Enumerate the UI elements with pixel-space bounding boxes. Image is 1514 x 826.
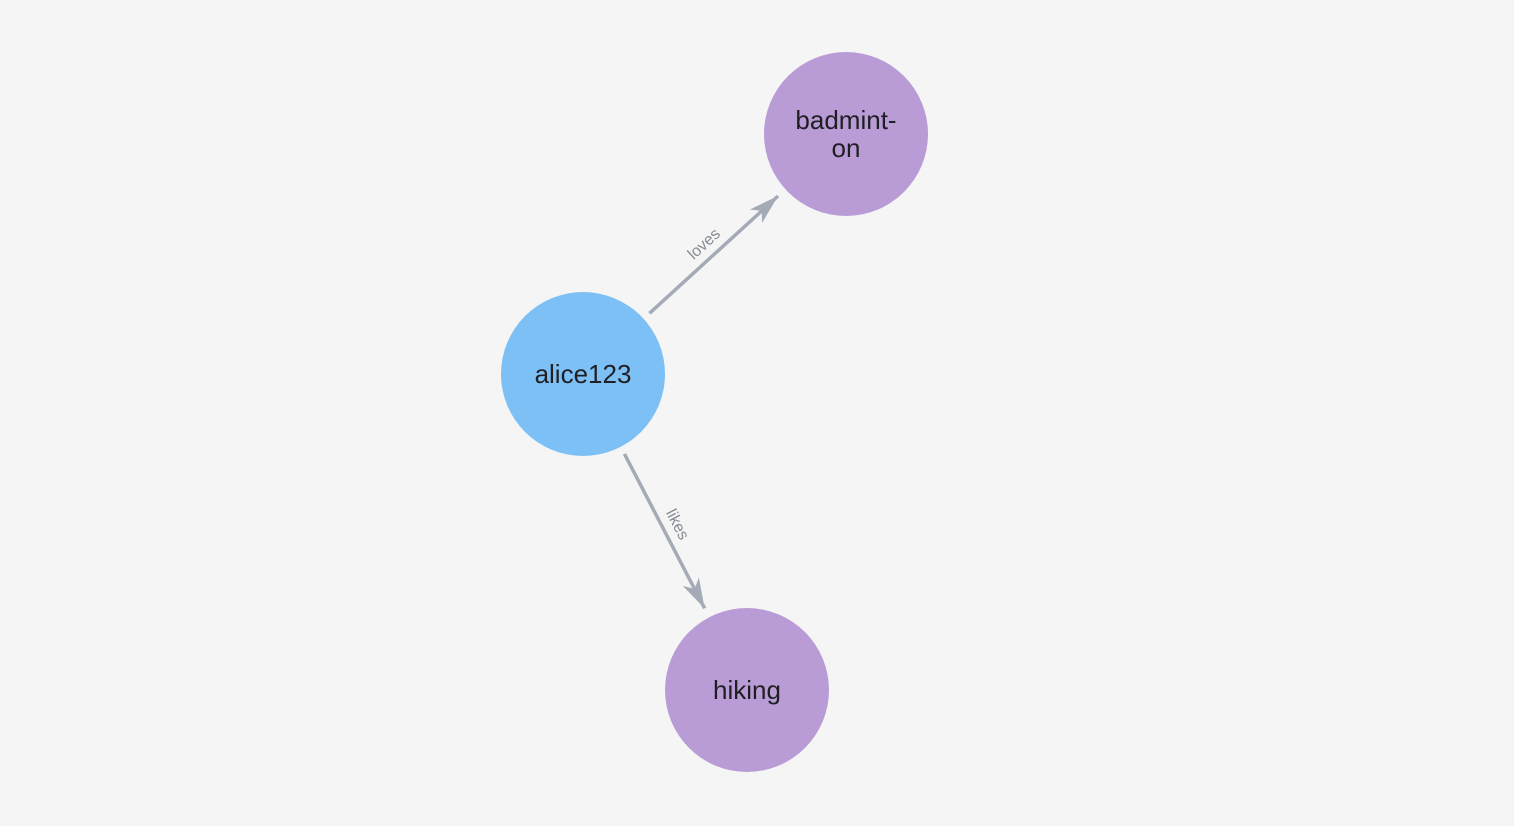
graph-edge-likes[interactable]: likes (622, 453, 707, 610)
node-circle-hiking[interactable] (665, 608, 829, 772)
edge-line-loves[interactable] (648, 194, 780, 315)
edge-label: loves (685, 225, 724, 263)
graph-node-badminton[interactable]: badmint-on (764, 52, 928, 216)
graph-node-alice123[interactable]: alice123 (501, 292, 665, 456)
node-circle-badminton[interactable] (764, 52, 928, 216)
node-circle-alice123[interactable] (501, 292, 665, 456)
graph-edge-loves[interactable]: loves (648, 194, 780, 315)
graph-node-hiking[interactable]: hiking (665, 608, 829, 772)
edge-line-likes[interactable] (622, 453, 707, 610)
